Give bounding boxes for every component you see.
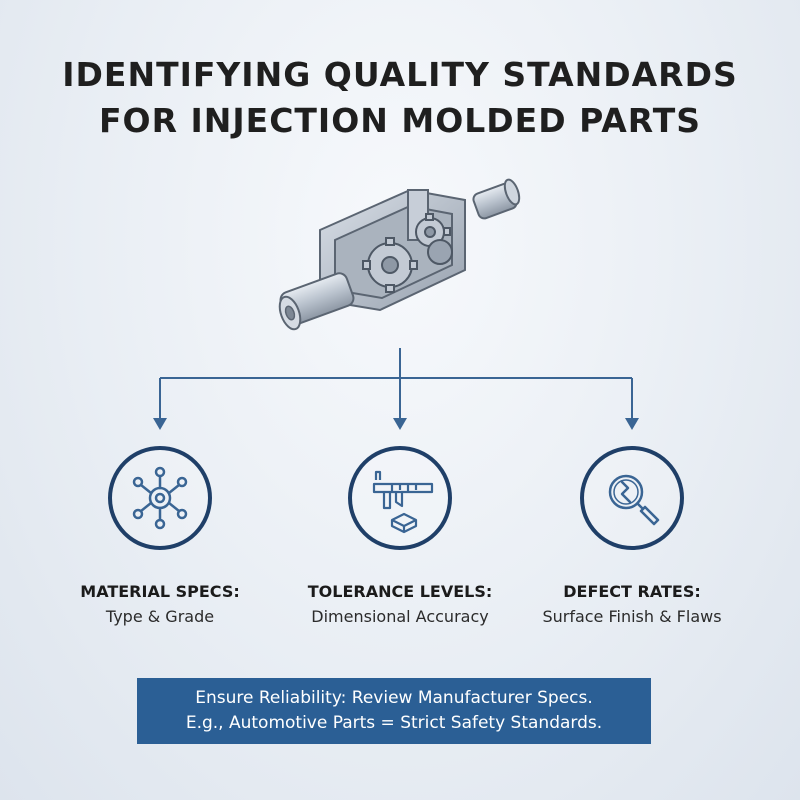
tolerance-icon-circle [348, 446, 452, 550]
arrow-down-icon [393, 418, 407, 430]
material-specs-sub: Type & Grade [105, 607, 215, 626]
material-specs-heading: MATERIAL SPECS: [80, 582, 240, 601]
banner-line-1: Ensure Reliability: Review Manufacturer … [195, 688, 593, 708]
defect-rates-heading: DEFECT RATES: [563, 582, 701, 601]
title-line-2: FOR INJECTION MOLDED PARTS [98, 101, 702, 140]
arrow-down-icon [625, 418, 639, 430]
page-title: IDENTIFYING QUALITY STANDARDS FOR INJECT… [0, 52, 800, 144]
material-icon-circle [108, 446, 212, 550]
magnifier-crack-icon [608, 474, 660, 526]
arrow-down-icon [153, 418, 167, 430]
caliper-icon [372, 470, 434, 534]
tolerance-levels-heading: TOLERANCE LEVELS: [307, 582, 493, 601]
title-line-1: IDENTIFYING QUALITY STANDARDS [62, 55, 738, 94]
banner-line-2: E.g., Automotive Parts = Strict Safety S… [185, 713, 603, 733]
gear-assembly-icon [278, 178, 521, 331]
defect-icon-circle [580, 446, 684, 550]
defect-rates-sub: Surface Finish & Flaws [542, 607, 722, 626]
reliability-banner: Ensure Reliability: Review Manufacturer … [137, 678, 651, 744]
tolerance-levels-sub: Dimensional Accuracy [311, 607, 489, 626]
molecule-icon [132, 466, 188, 530]
